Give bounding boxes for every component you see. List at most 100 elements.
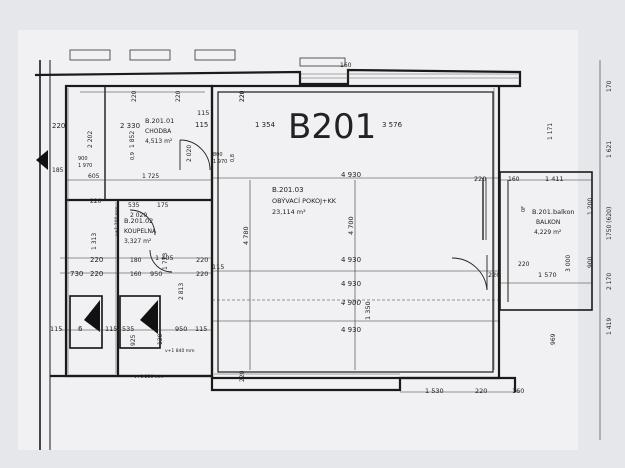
dim-label: 2 020: [130, 212, 147, 219]
dim-label: 160: [130, 271, 142, 278]
dim-label: 2 330: [120, 122, 140, 130]
dim-label: 220: [239, 90, 246, 102]
paper-sheet: [18, 30, 578, 450]
door-arc-koupelna: [129, 209, 156, 236]
dim-label: 1 852: [129, 131, 136, 148]
dim-label: 900: [78, 156, 88, 162]
dim-label: 969: [550, 333, 557, 345]
obyvaci-name: OBÝVACÍ POKOJ+KK: [272, 196, 337, 205]
dim-label: 1 419: [606, 318, 613, 335]
dim-label: 1 725: [142, 173, 159, 180]
dim-label: 4 900: [341, 299, 362, 307]
chodba-code: B.201.01: [145, 117, 174, 125]
dim-label: 220: [52, 122, 65, 130]
dim-label: 0,8: [230, 154, 236, 162]
dim-label: 1 171: [547, 123, 554, 140]
dim-label: 1 970: [78, 163, 92, 169]
dim-label: 730: [70, 270, 83, 278]
wall-hatching: [67, 73, 520, 375]
dim-label: 4 780: [242, 226, 250, 245]
balkon-name: BALKON: [536, 219, 560, 226]
dim-label: v+1 250 mm: [134, 374, 164, 380]
door-arc-koupelna-2: [149, 249, 173, 273]
koupelna-name: KOUPELNA: [124, 228, 157, 235]
dim-label: 160: [508, 176, 520, 183]
dim-label: 220: [474, 175, 486, 183]
door-arc-balcony: [451, 257, 488, 291]
dim-label: 1 773: [162, 253, 169, 270]
dim-label: 2 020: [186, 145, 193, 162]
doors: [129, 139, 488, 291]
dim-label: 220: [131, 90, 138, 102]
wall-bottom: [50, 374, 517, 392]
shaft-right-marker: [140, 300, 158, 334]
dim-label: 115: [197, 109, 209, 117]
dim-label: 220: [239, 370, 246, 382]
shaft-left-marker: [84, 300, 100, 332]
balkon-area: 4,229 m²: [534, 229, 562, 236]
dimension-lines: [60, 60, 601, 440]
obyvaci-code: B.201.03: [272, 186, 304, 194]
dim-label: 220: [518, 261, 530, 268]
dim-label: 1 354: [255, 121, 276, 129]
dim-label: 220: [90, 198, 102, 205]
dim-label: 4 930: [341, 256, 361, 264]
dim-label: 220: [196, 256, 208, 264]
dim-label: 180: [130, 257, 142, 264]
dim-label: 220: [239, 90, 246, 102]
dim-label: 605: [88, 173, 100, 180]
dim-label: 220: [175, 90, 182, 102]
dim-label: 4 930: [341, 280, 361, 288]
dim-label: 115: [50, 325, 62, 333]
dim-label: 1 200: [587, 198, 594, 215]
shafts: [36, 150, 161, 349]
dim-label: 0F: [521, 206, 527, 212]
dim-label: 1 405: [155, 254, 174, 262]
wall-balcony: [499, 171, 593, 311]
dim-label: 1 530: [425, 387, 444, 395]
dim-label: 925: [130, 334, 137, 346]
chodba-area: 4,513 m²: [145, 138, 173, 145]
dim-label: 115: [212, 263, 224, 271]
dim-label: 115: [105, 325, 117, 333]
dim-label: 175: [157, 202, 169, 209]
dim-label: 4 930: [341, 326, 361, 334]
dim-label: 4 700: [347, 216, 355, 235]
dim-label: 950: [175, 325, 187, 333]
dim-label: 1 621: [606, 141, 613, 158]
dim-label: 160: [512, 387, 524, 395]
dim-label: 0,9: [130, 152, 136, 160]
dim-label: 220: [475, 387, 487, 395]
dim-label: 120: [157, 333, 164, 345]
balkon-code: B.201.balkon: [532, 208, 575, 216]
shaft-right: [119, 295, 161, 349]
dim-label: 220: [90, 256, 103, 264]
dim-label: 220: [90, 270, 103, 278]
unit-title: B201: [288, 107, 376, 147]
dim-label: 4 930: [341, 171, 361, 179]
dim-label: 1 350: [364, 301, 372, 320]
dim-label: 185: [52, 167, 64, 174]
entrance-arrow-icon: [36, 150, 48, 170]
koupelna-code: B.201.02: [124, 217, 153, 225]
dim-label: 535: [128, 202, 140, 209]
shaft-left: [69, 295, 103, 349]
chodba-name: CHODBA: [145, 128, 172, 135]
dim-label: 900: [587, 256, 594, 268]
dim-label: 2 813: [178, 283, 185, 300]
dim-label: 115: [195, 325, 207, 333]
top-windows: [69, 49, 346, 67]
walls: [34, 60, 593, 450]
koupelna-area: 3,327 m²: [124, 238, 152, 245]
dim-label: v+1 200 mm: [114, 206, 120, 236]
dim-label: 950: [150, 270, 162, 278]
dim-label: 800: [213, 152, 223, 158]
dim-label: 170: [606, 80, 613, 92]
dimension-labels: 2 330 1 354 3 576 160 2 202 1 852 2 020 …: [50, 62, 613, 395]
obyvaci-area: 23,114 m²: [272, 208, 306, 216]
dim-label: 1 313: [91, 233, 98, 250]
dim-label: 160: [340, 62, 352, 69]
dim-label: 1 411: [545, 175, 564, 183]
